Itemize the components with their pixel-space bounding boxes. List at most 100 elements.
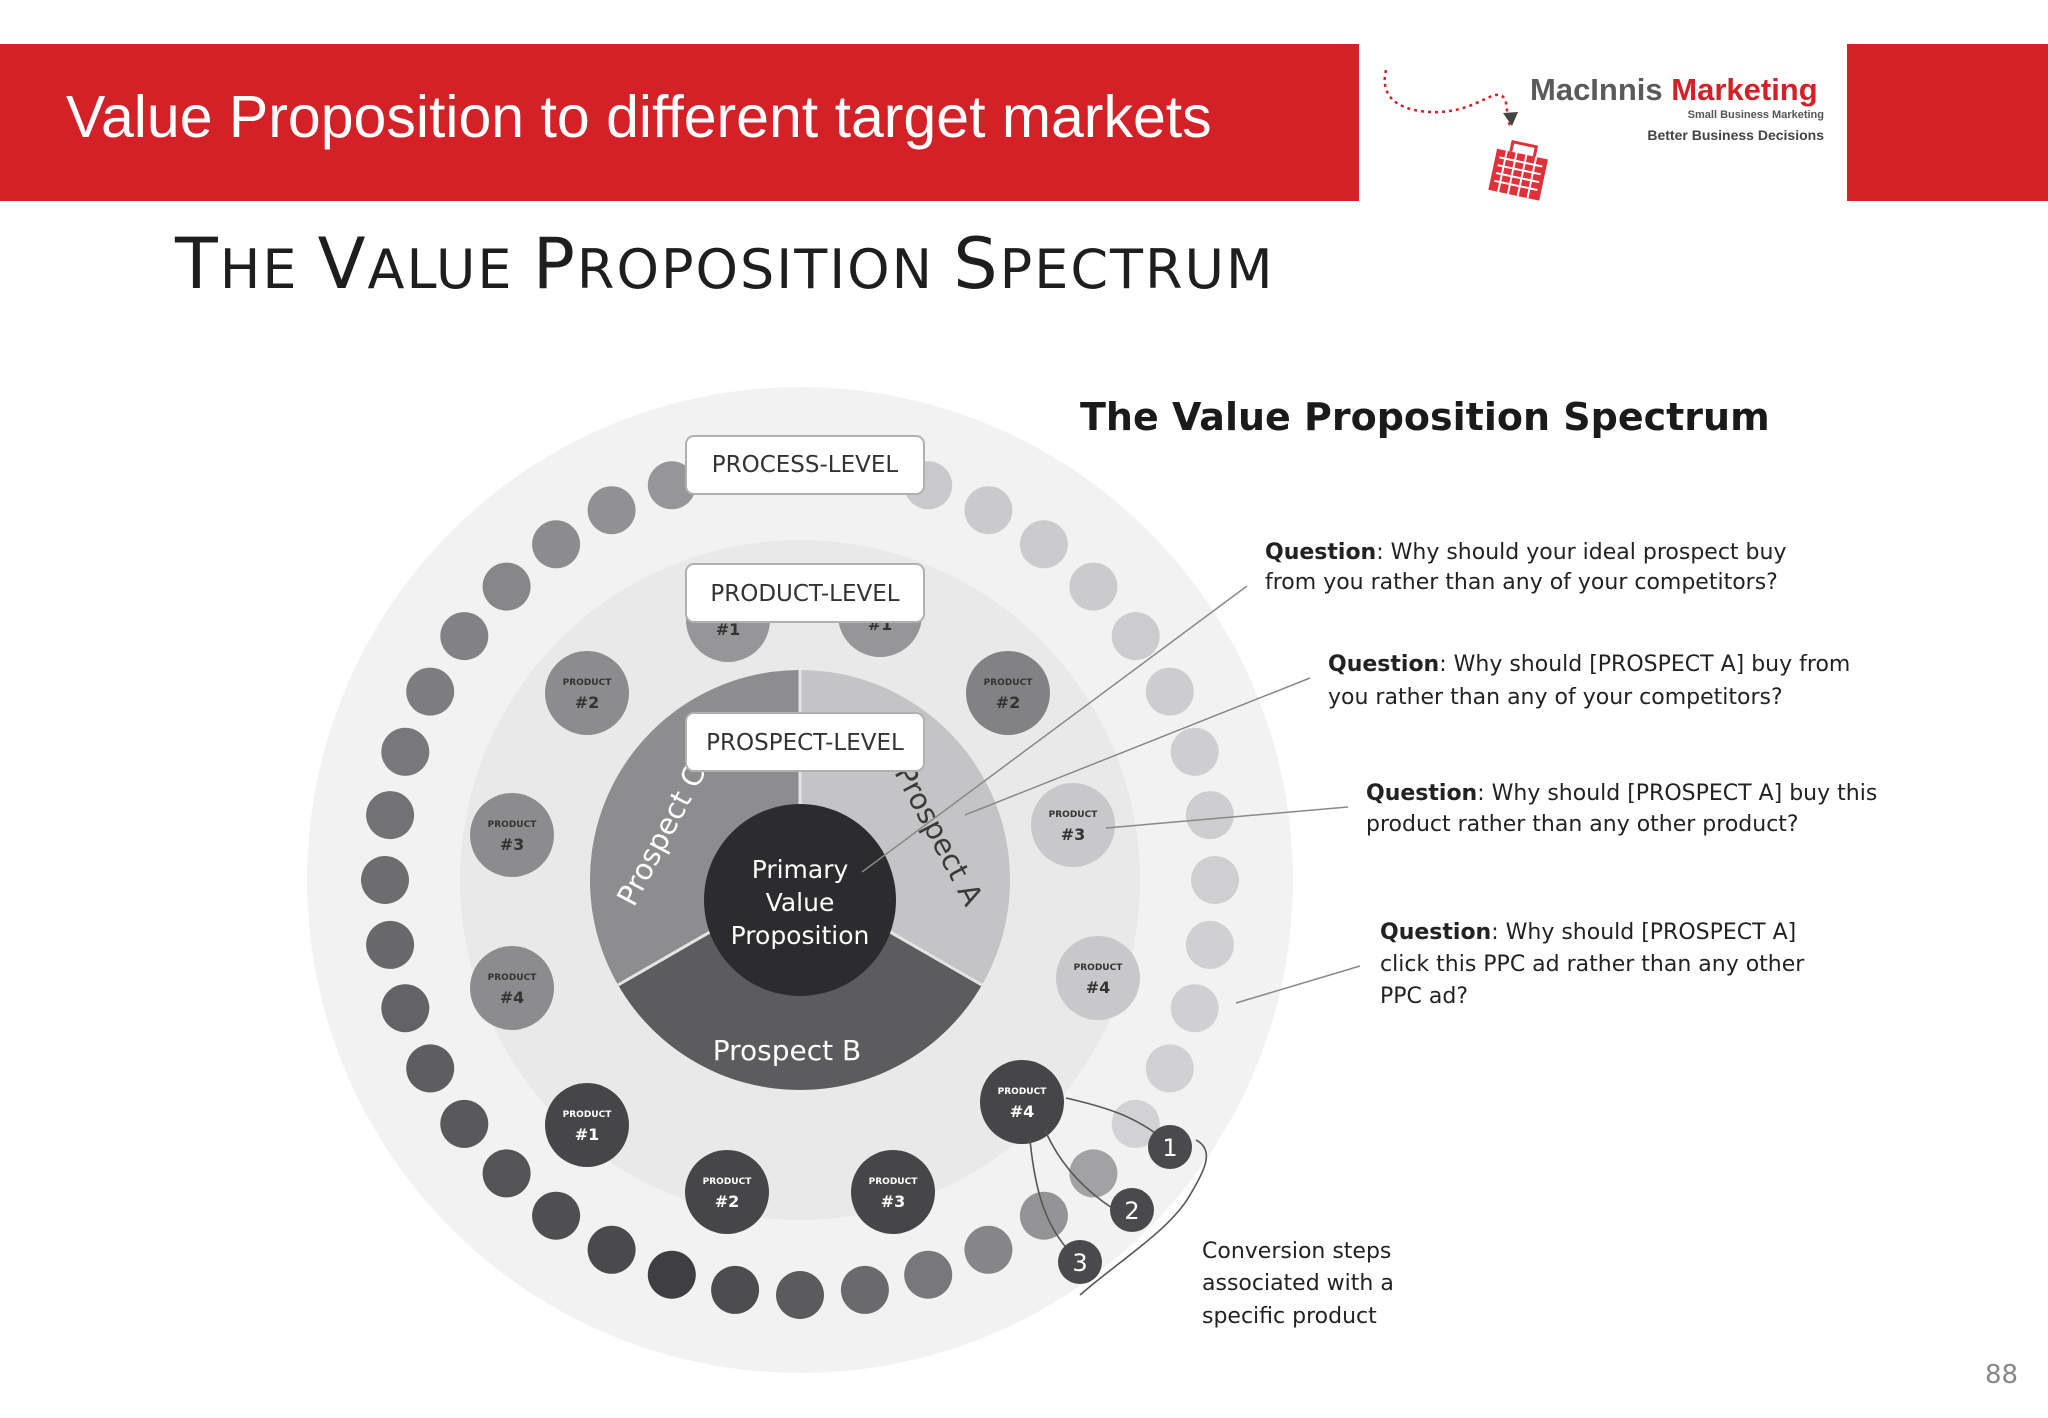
product-number: #2 — [715, 1192, 740, 1211]
product-node: PRODUCT #1 — [545, 1083, 629, 1167]
svg-text:1: 1 — [1162, 1134, 1177, 1162]
logo-tagline: Small Business Marketing — [1687, 109, 1824, 121]
process-dot — [406, 667, 455, 716]
question-2: Question: Why should [PROSPECT A] buy fr… — [1328, 652, 1850, 710]
product-number: #2 — [575, 693, 600, 712]
prospect-b-label: Prospect B — [713, 1034, 862, 1067]
title-banner-end — [1847, 44, 2048, 201]
product-number: #3 — [881, 1192, 906, 1211]
center-label-line3: Proposition — [731, 921, 870, 950]
process-dot — [440, 612, 489, 661]
product-number: #4 — [500, 988, 525, 1007]
process-dot — [1191, 856, 1239, 904]
svg-text:PPC ad?: PPC ad? — [1380, 984, 1468, 1009]
leader-lines — [861, 585, 1361, 1004]
svg-text:Question: Why should [PROSPECT: Question: Why should [PROSPECT A] buy fr… — [1328, 652, 1850, 677]
product-number: #3 — [1061, 825, 1086, 844]
question-4: Question: Why should [PROSPECT A] click … — [1380, 920, 1805, 1009]
conversion-step-1: 1 — [1148, 1125, 1192, 1169]
process-dot — [1145, 667, 1194, 716]
process-dot — [1170, 984, 1219, 1033]
process-dot — [1185, 920, 1234, 969]
svg-text:PROCESS-LEVEL: PROCESS-LEVEL — [712, 452, 899, 478]
svg-text:Conversion steps: Conversion steps — [1202, 1239, 1391, 1264]
svg-text:3: 3 — [1072, 1249, 1087, 1277]
process-dot — [647, 461, 696, 510]
svg-text:PROSPECT-LEVEL: PROSPECT-LEVEL — [706, 730, 904, 756]
product-number: #1 — [716, 620, 741, 639]
process-dot — [482, 1149, 531, 1198]
product-word: PRODUCT — [998, 1087, 1048, 1097]
process-dot — [1185, 791, 1234, 840]
svg-text:PRODUCT-LEVEL: PRODUCT-LEVEL — [710, 581, 899, 607]
slide-title: Value Proposition to different target ma… — [66, 84, 1212, 150]
page-number: 88 — [1985, 1360, 2019, 1390]
question-1: Question: Why should your ideal prospect… — [1265, 540, 1786, 595]
product-word: PRODUCT — [563, 1110, 613, 1120]
product-word: PRODUCT — [1074, 963, 1124, 973]
process-dot — [1111, 612, 1160, 661]
svg-text:2: 2 — [1124, 1197, 1139, 1225]
product-node: PRODUCT #2 — [966, 651, 1050, 735]
product-number: #4 — [1010, 1102, 1035, 1121]
product-node: PRODUCT #2 — [685, 1150, 769, 1234]
product-word: PRODUCT — [488, 973, 538, 983]
process-dot — [1170, 727, 1219, 776]
process-dot — [587, 1225, 636, 1274]
primary-value-proposition — [704, 804, 896, 996]
product-word: PRODUCT — [984, 678, 1034, 688]
product-node: PRODUCT #4 — [1056, 936, 1140, 1020]
process-dot — [532, 1191, 581, 1240]
product-node: PRODUCT #3 — [470, 793, 554, 877]
product-node: PRODUCT #4 — [470, 946, 554, 1030]
process-dot — [532, 520, 581, 569]
title-banner — [0, 44, 1359, 201]
process-dot — [361, 856, 409, 904]
product-number: #3 — [500, 835, 525, 854]
process-dot — [366, 791, 415, 840]
process-dot — [964, 1225, 1013, 1274]
logo-tagline-secondary: Better Business Decisions — [1647, 127, 1824, 143]
svg-text:Question: Why should your idea: Question: Why should your ideal prospect… — [1265, 540, 1786, 565]
process-dot — [381, 984, 430, 1033]
process-dot — [381, 727, 430, 776]
process-dot — [1019, 520, 1068, 569]
product-number: #2 — [996, 693, 1021, 712]
process-dot — [1019, 1191, 1068, 1240]
svg-text:associated with a: associated with a — [1202, 1271, 1394, 1296]
process-dot — [1069, 1149, 1118, 1198]
product-level-label: PRODUCT-LEVEL — [685, 563, 925, 623]
product-word: PRODUCT — [869, 1177, 919, 1187]
question-3: Question: Why should [PROSPECT A] buy th… — [1366, 781, 1877, 837]
process-dot — [440, 1099, 489, 1148]
svg-text:you rather than any of your co: you rather than any of your competitors? — [1328, 685, 1783, 710]
product-node: PRODUCT#3 — [1031, 783, 1115, 867]
product-word: PRODUCT — [563, 678, 613, 688]
product-word: PRODUCT — [703, 1177, 753, 1187]
product-node: PRODUCT #4 — [980, 1060, 1064, 1144]
conversion-step-2: 2 — [1110, 1188, 1154, 1232]
process-dot — [1145, 1044, 1194, 1093]
slide-heading: THE VALUE PROPOSITION SPECTRUM — [175, 223, 1275, 305]
process-dot — [647, 1250, 696, 1299]
center-label-line2: Value — [766, 888, 835, 917]
process-level-label: PROCESS-LEVEL — [685, 435, 925, 495]
svg-text:product rather than any other: product rather than any other product? — [1366, 812, 1799, 837]
process-dot — [964, 486, 1013, 535]
product-word: PRODUCT — [488, 820, 538, 830]
svg-text:specific product: specific product — [1202, 1304, 1377, 1329]
process-dot — [587, 486, 636, 535]
prospect-level-label: PROSPECT-LEVEL — [685, 712, 925, 772]
svg-text:from you rather than any of yo: from you rather than any of your competi… — [1265, 570, 1778, 595]
product-number: #1 — [575, 1125, 600, 1144]
svg-text:click this PPC ad rather than: click this PPC ad rather than any other — [1380, 952, 1805, 977]
logo-name: MacInnis Marketing — [1530, 72, 1818, 107]
process-dot — [840, 1265, 889, 1314]
product-number: #4 — [1086, 978, 1111, 997]
conversion-note: Conversion steps associated with a speci… — [1202, 1239, 1394, 1329]
process-dot — [904, 1250, 953, 1299]
product-node: PRODUCT #2 — [545, 651, 629, 735]
process-dot — [776, 1271, 824, 1319]
process-dot — [1111, 1099, 1160, 1148]
